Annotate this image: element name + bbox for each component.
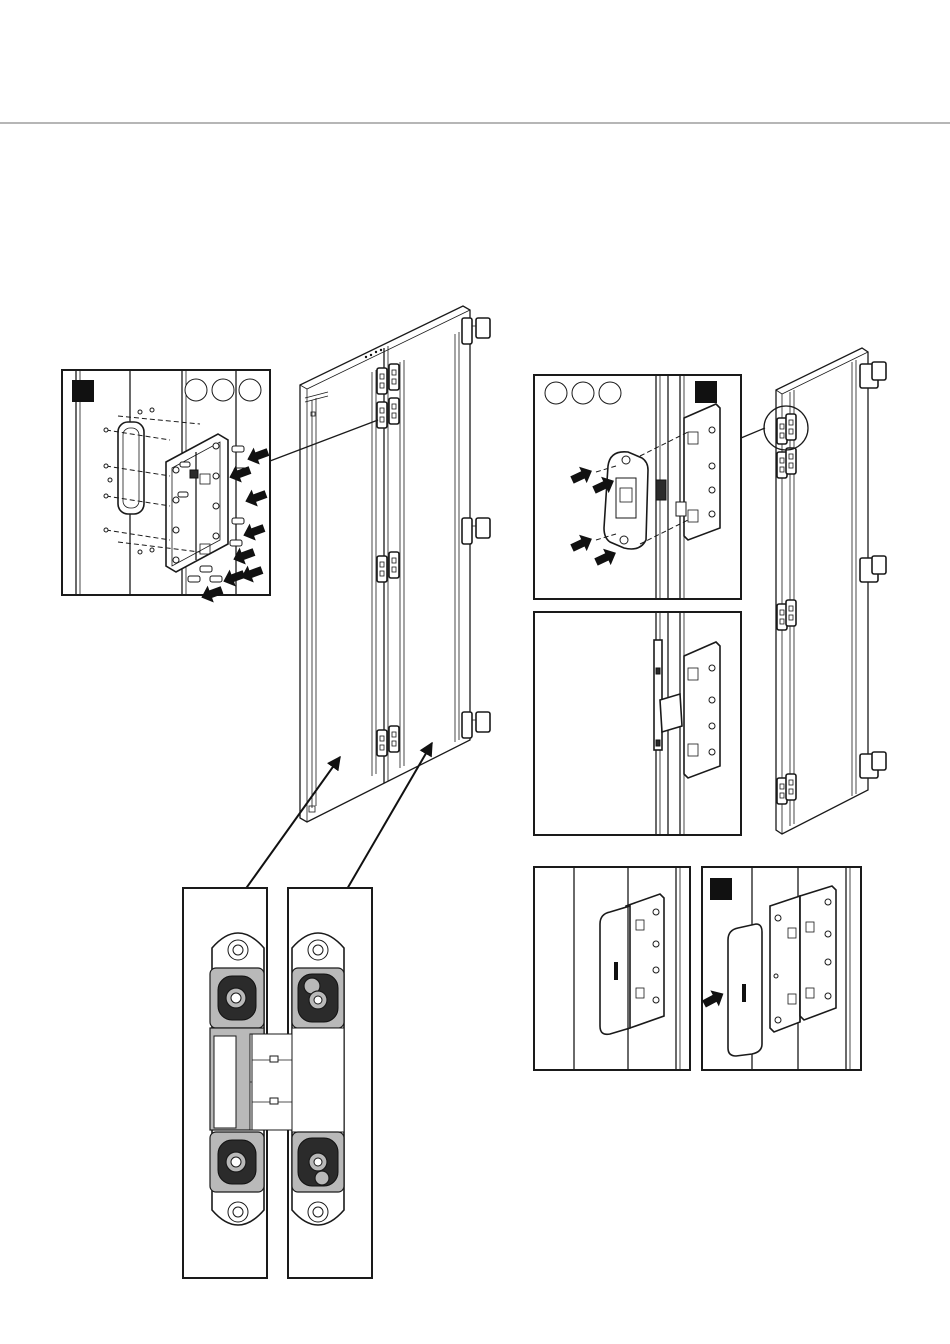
center-door bbox=[300, 306, 490, 822]
right-door bbox=[764, 348, 886, 834]
detail-box-middle-right bbox=[534, 612, 741, 835]
square-step-marker bbox=[710, 878, 732, 900]
detail-box-top-right bbox=[534, 375, 741, 599]
detail-box-bottom-2 bbox=[700, 867, 861, 1070]
detail-box-top-left bbox=[62, 370, 271, 606]
detail-box-bottom-1 bbox=[534, 867, 690, 1070]
square-step-marker bbox=[72, 380, 94, 402]
circle-option-2 bbox=[212, 379, 234, 401]
leader-line-left bbox=[270, 420, 378, 461]
circle-option-6 bbox=[599, 382, 621, 404]
circle-option-3 bbox=[239, 379, 261, 401]
arrow-to-left-hinge bbox=[232, 757, 340, 908]
circle-option-4 bbox=[545, 382, 567, 404]
circle-option-1 bbox=[185, 379, 207, 401]
hinge-closeup-right bbox=[252, 888, 372, 1278]
square-step-marker bbox=[695, 381, 717, 403]
leader-line-right bbox=[741, 428, 765, 438]
circle-option-5 bbox=[572, 382, 594, 404]
